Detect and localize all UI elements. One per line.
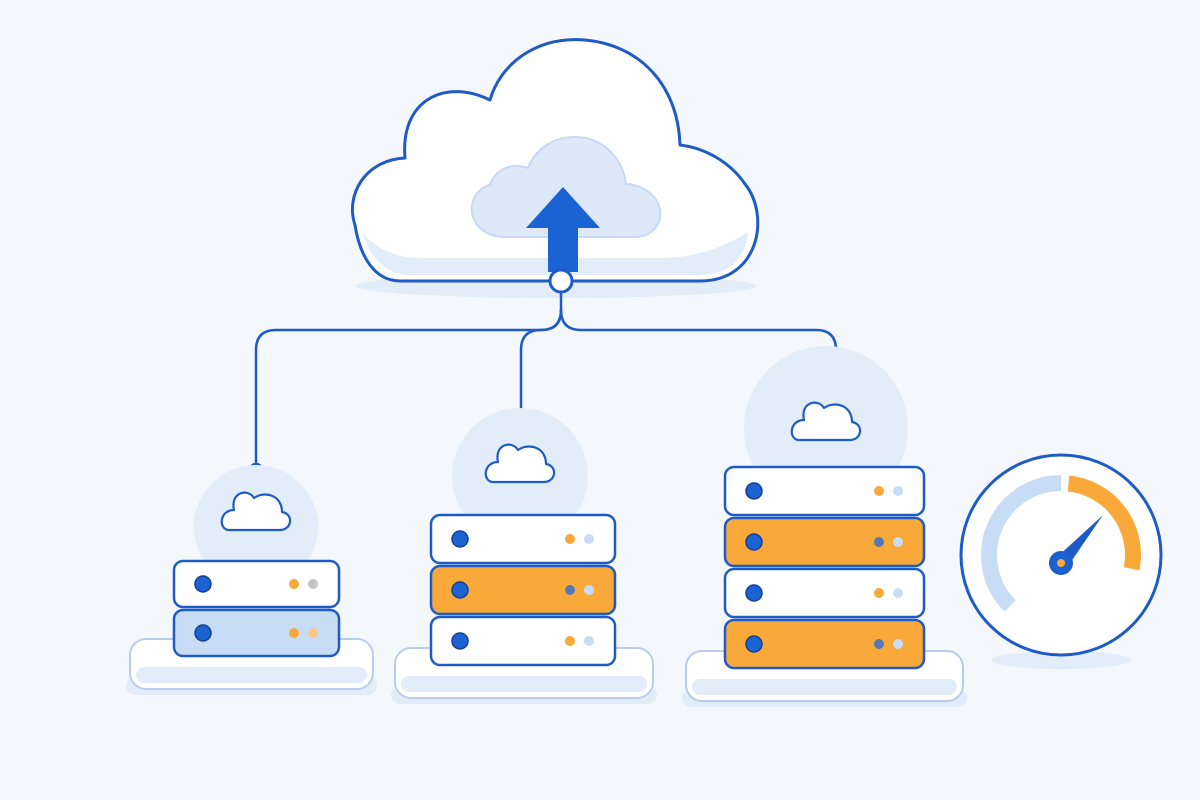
cloud-icon [220,491,292,532]
power-indicator-icon [745,533,763,551]
status-light-icon [565,585,575,595]
cloud-icon [790,401,862,442]
server-unit-body [429,615,617,667]
gauge-level-arc [1067,475,1141,571]
stack-large [682,346,967,707]
stack-small [126,465,377,695]
power-indicator-icon [194,624,212,642]
status-light-icon [584,585,594,595]
status-light-icon [874,639,884,649]
server-unit-body [723,465,926,517]
inner-cloud-shape [470,135,662,238]
connector-to-stack-medium [519,308,563,415]
status-light-icon [874,537,884,547]
status-light-icon [308,579,318,589]
power-indicator-icon [451,632,469,650]
server-unit [723,516,926,568]
server-unit [429,513,617,565]
hub-node [548,268,574,294]
main-cloud-inner-shade [362,232,748,275]
power-indicator-icon [745,584,763,602]
server-unit [172,559,341,609]
stack-medium [391,408,657,704]
server-unit [723,618,926,670]
server-unit-body [723,618,926,670]
status-light-icon [289,628,299,638]
server-unit [429,564,617,616]
power-indicator-icon [451,530,469,548]
status-light-icon [308,628,318,638]
status-light-icon [874,486,884,496]
connection-lines [254,290,838,466]
status-light-icon [565,534,575,544]
status-light-icon [584,636,594,646]
speedometer-icon [959,453,1163,669]
pedestal-inner-shade [136,667,367,683]
server-unit-body [723,567,926,619]
connector-to-stack-large [559,308,838,373]
gauge-pivot-dot [1057,559,1065,567]
status-light-icon [893,486,903,496]
cloud-icon [484,443,556,484]
server-stacks [126,346,967,707]
gauge-shadow [991,651,1131,669]
server-unit-body [172,608,341,658]
server-unit-body [172,559,341,609]
status-light-icon [584,534,594,544]
status-light-icon [893,588,903,598]
power-indicator-icon [745,635,763,653]
server-unit [429,615,617,667]
server-unit [723,465,926,517]
power-indicator-icon [745,482,763,500]
status-light-icon [893,639,903,649]
server-unit [172,608,341,658]
server-unit-body [429,513,617,565]
pedestal-inner-shade [401,676,647,692]
pedestal-inner-shade [692,679,957,695]
status-light-icon [289,579,299,589]
power-indicator-icon [194,575,212,593]
upload-arrow-icon [526,187,600,272]
status-light-icon [874,588,884,598]
power-indicator-icon [451,581,469,599]
main-cloud [350,38,760,298]
gauge-track-arc [981,475,1062,612]
server-unit-body [429,564,617,616]
server-unit-body [723,516,926,568]
status-light-icon [893,537,903,547]
server-unit [723,567,926,619]
status-light-icon [565,636,575,646]
